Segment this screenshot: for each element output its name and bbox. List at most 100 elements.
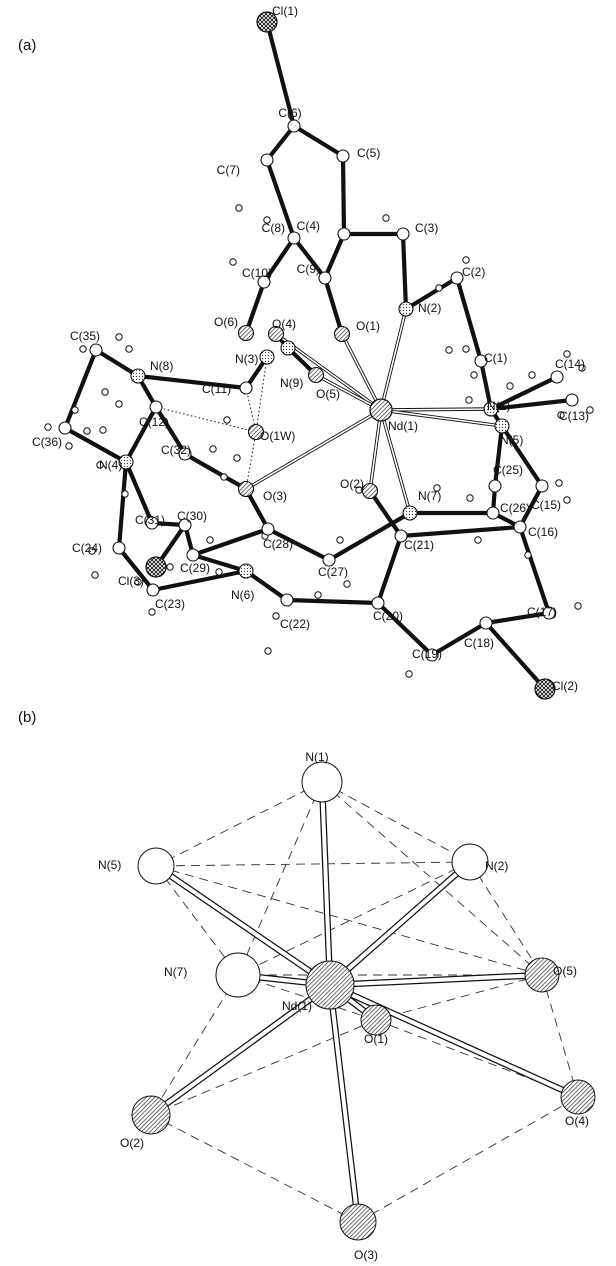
atom-n1 — [301, 761, 343, 803]
bond-C6-C7 — [264, 123, 297, 163]
atom-c30 — [178, 518, 192, 532]
atom-label-n1: N(1) — [305, 750, 328, 764]
atom-label-n4: N(4) — [99, 458, 122, 472]
bond-C24-N4 — [116, 459, 129, 551]
atom-label-c32: C(32) — [161, 443, 191, 457]
panel-a-labels: Cl(1)C(6)C(7)C(5)C(8)C(4)C(3)C(9)C(10)N(… — [32, 4, 589, 693]
atom-c20 — [371, 596, 385, 610]
atom-c10 — [257, 275, 271, 289]
bond-Cl1-C6 — [264, 19, 297, 129]
hydrogen-atom — [96, 461, 104, 469]
hydrogen-atom — [99, 426, 107, 434]
atom-n7 — [402, 505, 418, 521]
atom-label-o4: O(4) — [272, 317, 296, 331]
coordination-bond-Nd1-N2 — [379, 308, 408, 411]
atom-o4 — [560, 1079, 596, 1115]
atom-c29 — [186, 548, 200, 562]
atom-label-c17: C(17) — [527, 605, 557, 619]
atom-label-o5: O(5) — [553, 964, 577, 978]
polyhedron-edge-N7-O1 — [237, 974, 377, 1021]
bond-C20-C22 — [284, 597, 381, 606]
atom-o1w — [247, 423, 265, 441]
hydrogen-atom — [462, 345, 470, 353]
hydrogen-atom — [433, 484, 441, 492]
atom-label-n9: N(9) — [280, 376, 303, 390]
atom-n8 — [130, 368, 146, 384]
bond-C7-C8 — [264, 157, 297, 241]
hydrogen-bond-O1W-N3 — [255, 356, 268, 433]
atom-c17 — [542, 606, 556, 620]
coordination-bond-Nd1-N1 — [380, 407, 492, 412]
bond-C18-C19 — [429, 620, 489, 658]
atom-label-n7: N(7) — [418, 489, 441, 503]
hydrogen-atom — [435, 284, 443, 292]
panel-b-labels: N(1)N(2)N(5)N(7)Nd(1)O(5)O(1)O(4)O(2)O(3… — [98, 750, 589, 1262]
atom-n6 — [238, 563, 254, 579]
atom-n9 — [280, 340, 296, 356]
atom-label-c8: C(8) — [262, 221, 285, 235]
hydrogen-atom — [83, 427, 91, 435]
panel-label-a: (a) — [18, 37, 36, 54]
atom-c15 — [535, 479, 549, 493]
bond-C12-N4 — [123, 404, 159, 465]
bond-N4-C36 — [62, 425, 129, 465]
bond-C2-C1 — [454, 275, 484, 364]
hydrogen-atom — [474, 536, 482, 544]
atom-label-n7: N(7) — [164, 965, 187, 979]
atom-c3 — [396, 227, 410, 241]
atom-n3 — [259, 349, 275, 365]
atom-label-o4: O(4) — [565, 1114, 589, 1128]
atom-c2 — [450, 271, 464, 285]
atom-o1 — [360, 1004, 392, 1036]
panel-a-atoms — [58, 11, 579, 700]
bond-C36-C35 — [62, 347, 99, 431]
atom-label-c27: C(27) — [318, 565, 348, 579]
atom-c25 — [488, 479, 502, 493]
atom-label-cl2: Cl(2) — [552, 679, 578, 693]
atom-o6 — [237, 324, 255, 342]
hydrogen-atom — [555, 479, 563, 487]
hydrogen-atom — [578, 364, 586, 372]
atom-label-c29: C(29) — [180, 561, 210, 575]
hydrogen-atom — [229, 258, 237, 266]
coordination-bond-nd1-o4 — [328, 982, 580, 1100]
hydrogen-atom — [382, 214, 390, 222]
coordination-bond-Nd1-O3 — [245, 408, 382, 491]
hydrogen-atom — [563, 350, 571, 358]
bond-N5-C15 — [499, 423, 545, 489]
bond-C12-C32 — [153, 404, 188, 457]
hydrogen-atom — [91, 571, 99, 579]
atom-c12 — [149, 400, 163, 414]
atom-n2 — [398, 301, 414, 317]
atom-c7 — [260, 153, 274, 167]
hydrogen-atom — [148, 608, 156, 616]
bond-C21-C16 — [398, 524, 523, 539]
hydrogen-atom — [65, 442, 73, 450]
hydrogen-atom — [101, 388, 109, 396]
atom-label-c28: C(28) — [263, 537, 293, 551]
atom-c5 — [336, 149, 350, 163]
atom-label-c23: C(23) — [155, 597, 185, 611]
atom-c16 — [513, 520, 527, 534]
bond-C17-C18 — [483, 610, 552, 626]
hydrogen-atom — [462, 256, 470, 264]
coordination-bond-nd1-o5 — [329, 971, 543, 989]
atom-label-c24: C(24) — [72, 541, 102, 555]
atom-label-c3: C(3) — [415, 221, 438, 235]
atom-label-o5: O(5) — [316, 387, 340, 401]
bond-C19-C20 — [375, 600, 435, 658]
atom-label-o2: O(2) — [120, 1136, 144, 1150]
polyhedron-edge-N7-O2 — [150, 974, 239, 1116]
hydrogen-atom — [557, 411, 565, 419]
bond-C22-N6 — [243, 568, 290, 603]
coordination-bond-nd1-n5 — [154, 863, 332, 988]
atom-c21 — [394, 529, 408, 543]
hydrogen-atom — [206, 536, 214, 544]
hydrogen-atom — [528, 371, 536, 379]
hydrogen-atom — [263, 216, 271, 224]
atom-nd1 — [305, 960, 355, 1010]
hydrogen-atom — [209, 445, 217, 453]
atom-label-c5: C(5) — [357, 146, 380, 160]
atom-label-c31: C(31) — [135, 513, 165, 527]
